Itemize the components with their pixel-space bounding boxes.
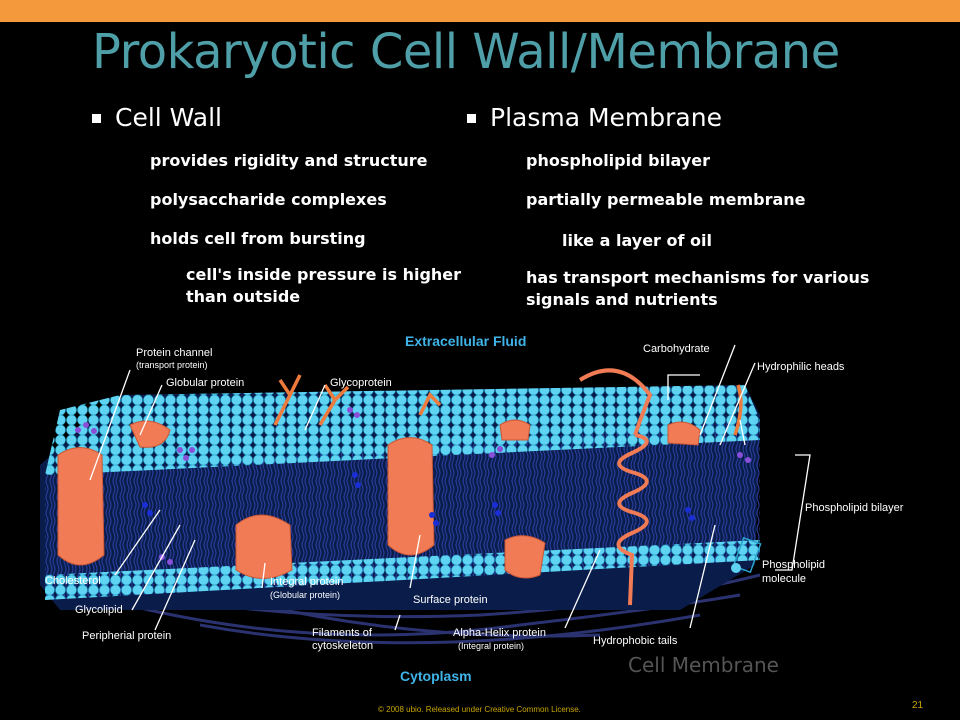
cytoplasm-label: Cytoplasm	[400, 668, 472, 684]
extracellular-fluid-label: Extracellular Fluid	[405, 333, 526, 349]
cell-wall-heading: Cell Wall	[92, 100, 482, 134]
integral-protein-shape	[235, 514, 293, 579]
peripheral-protein-label: Peripherial protein	[82, 630, 171, 642]
channel-protein-2-shape	[387, 437, 435, 556]
cell-wall-item: provides rigidity and structure	[150, 151, 428, 170]
hydrophilic-heads-label: Hydrophilic heads	[757, 361, 845, 373]
phospholipid-molecule-label: Phospholipid	[762, 559, 825, 571]
protein-channel-sublabel: (transport protein)	[136, 360, 208, 370]
label-leader-lines	[89, 344, 811, 631]
globular-protein-label: Globular protein	[166, 377, 244, 389]
surface-protein-label: Surface protein	[413, 594, 488, 606]
integral-protein-sublabel: (Globular protein)	[270, 590, 340, 600]
plasma-membrane-heading-text: Plasma Membrane	[490, 102, 722, 132]
glycoprotein-label: Glycoprotein	[330, 377, 392, 389]
surface-protein-shape	[504, 535, 546, 579]
bullet-square-icon	[92, 113, 101, 123]
cell-wall-heading-text: Cell Wall	[115, 102, 223, 132]
membrane-proteins	[57, 419, 701, 579]
globular-protein-shape	[129, 420, 171, 448]
filaments-label: Filaments of	[312, 627, 373, 639]
phospholipid-molecule-label-2: molecule	[762, 573, 806, 585]
diagram-caption: Cell Membrane	[628, 653, 779, 677]
alpha-helix-protein-shape	[578, 368, 653, 606]
integral-protein-label: Integral protein	[270, 576, 343, 588]
cholesterol-markers	[142, 472, 695, 526]
cell-wall-item: polysaccharide complexes	[150, 190, 387, 209]
glycolipid-label: Glycolipid	[75, 604, 123, 616]
cell-membrane-diagram: Extracellular Fluid Cytoplasm Protein ch…	[40, 333, 904, 684]
filaments-label-2: cytoskeleton	[312, 640, 373, 652]
plasma-membrane-item: has transport mechanisms for various sig…	[526, 268, 870, 309]
page-number: 21	[912, 700, 924, 711]
cell-wall-subitem: cell's inside pressure is higher than ou…	[186, 265, 462, 306]
phospholipid-molecule-marker	[731, 536, 762, 574]
slide-title: Prokaryotic Cell Wall/Membrane	[92, 24, 840, 80]
hydrophobic-tails-label: Hydrophobic tails	[593, 635, 678, 647]
phospholipid-bilayer-label: Phospholipid bilayer	[805, 502, 904, 514]
top-accent-bar	[0, 0, 960, 22]
cholesterol-label: Cholesterol	[45, 575, 101, 587]
carbohydrate-label: Carbohydrate	[643, 343, 710, 355]
cell-wall-column: Cell Wall	[92, 100, 482, 134]
alpha-helix-label: Alpha-Helix protein	[453, 627, 546, 639]
alpha-helix-sublabel: (Integral protein)	[458, 641, 524, 651]
plasma-membrane-subitem: like a layer of oil	[562, 231, 712, 250]
plasma-membrane-item: partially permeable membrane	[526, 190, 806, 209]
plasma-membrane-heading: Plasma Membrane	[467, 100, 937, 134]
glycolipid-markers	[75, 407, 751, 565]
globular-protein-right-shape	[667, 421, 701, 446]
cell-wall-item: holds cell from bursting	[150, 229, 366, 248]
protein-channel-label: Protein channel	[136, 347, 212, 359]
protein-channel-shape	[57, 447, 105, 566]
bullet-square-icon	[467, 113, 476, 123]
glycoprotein-chains	[273, 374, 743, 436]
top-protein-shape	[499, 419, 531, 441]
license-footer: © 2008 ubio. Released under Creative Com…	[378, 705, 581, 714]
plasma-membrane-column: Plasma Membrane	[467, 100, 937, 134]
plasma-membrane-item: phospholipid bilayer	[526, 151, 711, 170]
